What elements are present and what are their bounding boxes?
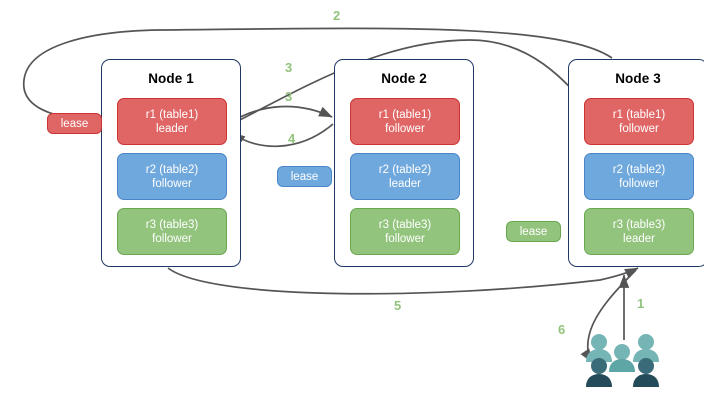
replica-node1-r3[interactable]: r3 (table3) follower [117,208,227,255]
replica-node3-r1[interactable]: r1 (table1) follower [584,98,694,145]
node-title: Node 2 [381,71,427,86]
node-title: Node 3 [615,71,661,86]
step-label-5: 5 [394,298,402,313]
people-group-icon [586,334,659,387]
replica-node3-r3[interactable]: r3 (table3) leader [584,208,694,255]
replica-role: follower [619,122,659,135]
replica-node2-r2[interactable]: r2 (table2) leader [350,153,460,200]
replica-node2-r1[interactable]: r1 (table1) follower [350,98,460,145]
node-card-node2[interactable]: Node 2 r1 (table1) follower r2 (table2) … [334,59,474,267]
replica-role: leader [156,122,188,135]
step-label-6: 6 [558,322,566,337]
replica-role: follower [152,177,192,190]
edge-step-3b [227,105,333,125]
replica-role: follower [152,232,192,245]
node-card-node1[interactable]: Node 1 r1 (table1) leader r2 (table2) fo… [101,59,241,267]
replica-node1-r1[interactable]: r1 (table1) leader [117,98,227,145]
replica-node3-r2[interactable]: r2 (table2) follower [584,153,694,200]
replica-role: leader [623,232,655,245]
step-label-2: 2 [333,8,341,23]
replica-name: r2 (table2) [145,163,199,176]
replica-role: follower [385,232,425,245]
replica-node2-r3[interactable]: r3 (table3) follower [350,208,460,255]
node-card-node3[interactable]: Node 3 r1 (table1) follower r2 (table2) … [568,59,704,267]
step-label-1: 1 [637,296,645,311]
edge-step-5 [167,267,639,295]
replica-name: r3 (table3) [612,218,666,231]
replica-role: leader [389,177,421,190]
replica-name: r2 (table2) [378,163,432,176]
replica-name: r1 (table1) [612,108,666,121]
replica-name: r1 (table1) [145,108,199,121]
step-label-3a: 3 [285,60,293,75]
node-title: Node 1 [148,71,194,86]
replica-name: r1 (table1) [378,108,432,121]
lease-badge-red[interactable]: lease [47,113,102,134]
step-label-3b: 3 [285,89,293,104]
step-label-4: 4 [288,131,296,146]
replica-node1-r2[interactable]: r2 (table2) follower [117,153,227,200]
lease-badge-green[interactable]: lease [506,221,561,242]
replica-name: r3 (table3) [378,218,432,231]
replica-name: r3 (table3) [145,218,199,231]
replica-role: follower [385,122,425,135]
replica-name: r2 (table2) [612,163,666,176]
lease-badge-blue[interactable]: lease [277,166,332,187]
replica-role: follower [619,177,659,190]
edge-step-4 [231,123,334,148]
